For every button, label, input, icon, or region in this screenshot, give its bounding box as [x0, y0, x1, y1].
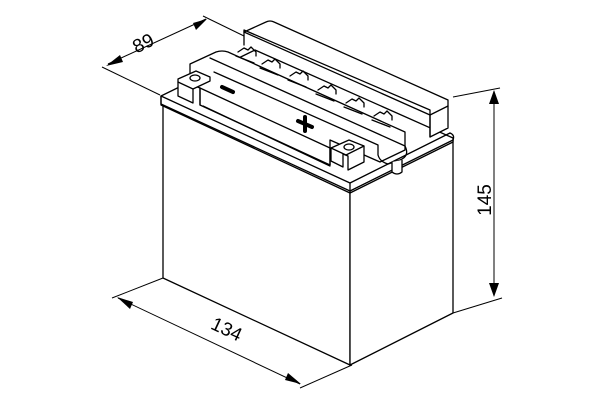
- dimension-height-label: 145: [475, 184, 496, 216]
- cell-cap-1: [235, 46, 257, 64]
- cell-cap-4: [315, 84, 337, 102]
- negative-terminal: [177, 70, 211, 104]
- dimension-length-label: 134: [208, 314, 246, 347]
- cell-cap-3: [287, 70, 309, 88]
- cell-caps: [235, 46, 393, 128]
- positive-terminal: [330, 139, 365, 171]
- dimension-height: 145: [452, 87, 503, 314]
- negative-marking: [220, 85, 235, 94]
- cell-cap-5: [343, 97, 365, 115]
- vent-nipple: [391, 160, 403, 175]
- cell-cap-6: [371, 110, 393, 128]
- cell-cover: [189, 50, 408, 167]
- vent-strip: [243, 20, 449, 138]
- battery-body: [162, 104, 454, 366]
- dimension-depth-label: 89: [129, 30, 157, 58]
- cell-cap-2: [259, 58, 281, 76]
- positive-marking: [296, 115, 314, 133]
